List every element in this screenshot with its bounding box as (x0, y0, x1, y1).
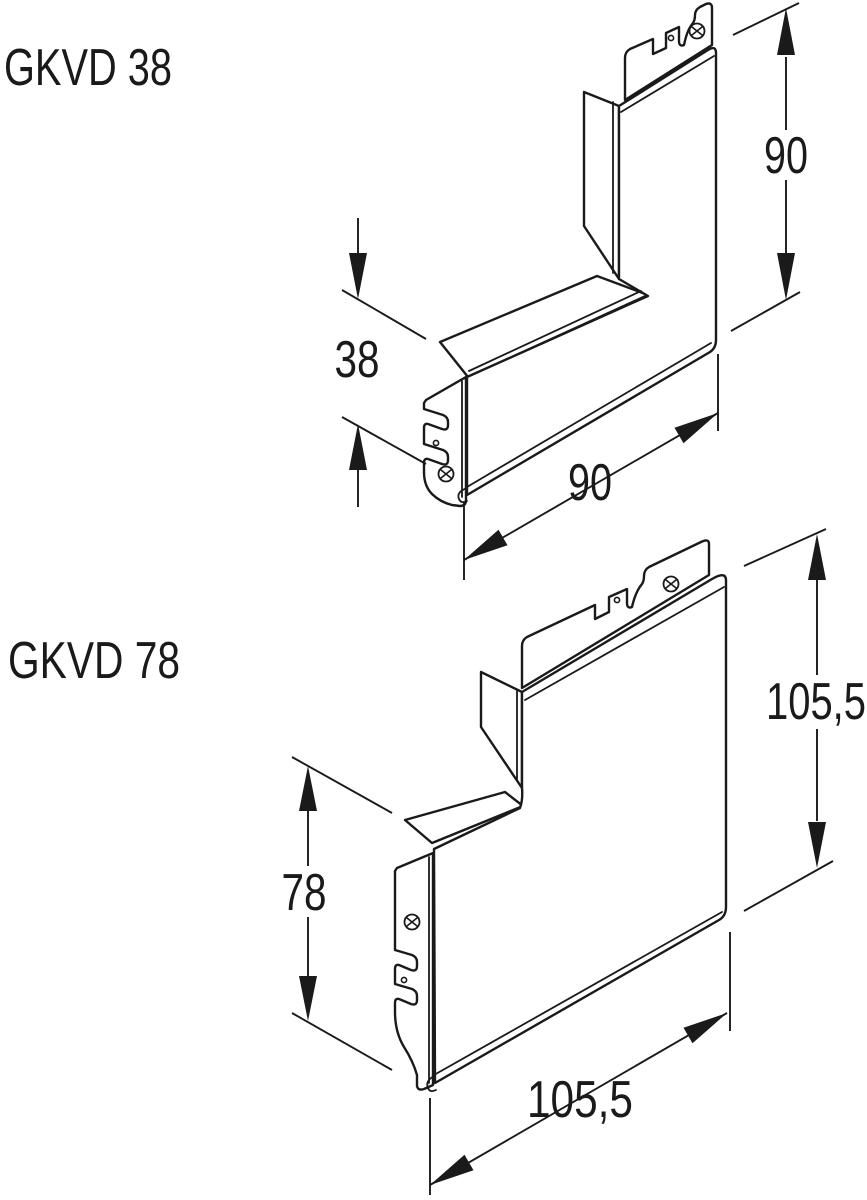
extension-line (341, 416, 427, 465)
arrowhead-left (430, 1154, 474, 1185)
arrowhead-right (674, 413, 718, 444)
dimension-label: 105,5 (766, 673, 866, 731)
hem-line-bottom (466, 342, 712, 488)
arrowhead-down (349, 253, 367, 299)
rivet-hole (613, 596, 621, 604)
end-connector-tab (393, 851, 435, 1091)
dimension-length: 90 (463, 354, 719, 580)
figure-gkvd-38: GKVD 38 (4, 2, 808, 580)
extension-line (732, 2, 800, 36)
dimension-label: 78 (282, 864, 327, 922)
dimension-label: 38 (335, 331, 380, 389)
part-drawing (393, 539, 728, 1093)
dimension-height: 105,5 (743, 528, 866, 912)
arrowhead-down (299, 976, 317, 1021)
end-connector-tab (422, 375, 468, 508)
rivet-hole (432, 439, 440, 447)
body-face (432, 574, 728, 1085)
arrowhead-up (808, 534, 826, 580)
rivet-hole (667, 34, 675, 42)
fold-line-top (620, 55, 715, 113)
screw-head-icon (662, 575, 680, 593)
screw-head-icon (437, 465, 455, 483)
dimension-height: 90 (730, 2, 808, 332)
arrowhead-up (299, 766, 317, 811)
dimension-label: 90 (568, 454, 612, 512)
arrowhead-up (349, 424, 367, 470)
dimension-line (429, 1012, 728, 1186)
screw-head-icon (688, 22, 706, 40)
dimension-label: 90 (764, 127, 808, 185)
arrowhead-left (464, 529, 508, 560)
arrowhead-up (777, 8, 795, 55)
figure-gkvd-78: GKVD 78 (8, 528, 866, 1195)
figure-label: GKVD 38 (4, 39, 172, 97)
arrowhead-down (808, 822, 826, 868)
rivet-hole (400, 976, 408, 984)
extension-line (743, 860, 834, 912)
fold-line-top (524, 586, 725, 701)
arrowhead-right (683, 1013, 727, 1044)
screw-head-icon (403, 913, 421, 931)
fold-line-lid (434, 807, 519, 843)
body-face (465, 46, 718, 497)
extension-line (730, 291, 801, 332)
dimension-label: 105,5 (527, 1071, 633, 1129)
fold-line-lid (468, 290, 642, 372)
figure-label: GKVD 78 (8, 632, 180, 690)
extension-line (341, 289, 427, 340)
connector-plate (520, 539, 711, 690)
dimension-length: 105,5 (429, 932, 731, 1195)
part-drawing (422, 2, 718, 508)
extension-line (743, 528, 827, 567)
dimension-end-height: 78 (282, 756, 393, 1071)
side-flange (479, 670, 524, 790)
extension-line (291, 756, 393, 814)
arrowhead-down (777, 253, 795, 300)
extension-line (291, 1012, 393, 1071)
hem-line-bottom (433, 911, 723, 1076)
dimension-line (463, 412, 719, 561)
dimension-end-height: 38 (335, 218, 427, 507)
